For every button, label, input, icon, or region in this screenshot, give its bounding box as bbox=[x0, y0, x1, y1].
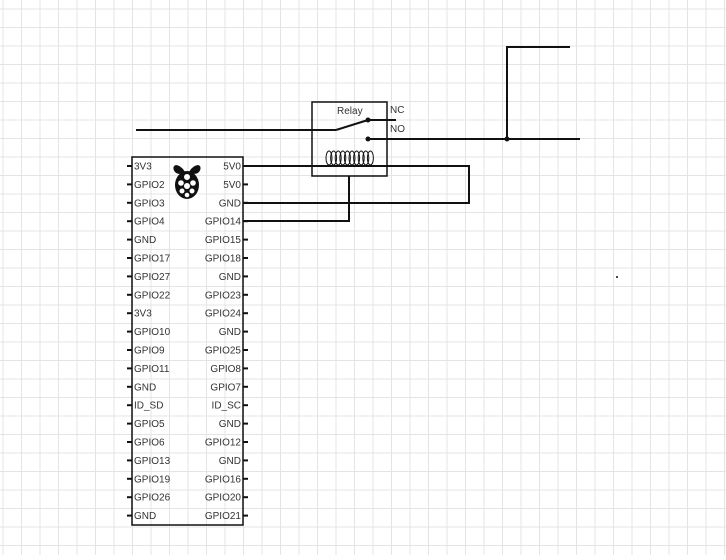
left-pin-label: GPIO27 bbox=[134, 272, 171, 283]
relay-switch-arm bbox=[335, 119, 369, 131]
right-pin-label: GPIO16 bbox=[205, 474, 242, 485]
relay-nc-label: NC bbox=[390, 105, 404, 116]
left-pin-label: ID_SD bbox=[134, 401, 163, 412]
right-pin-label: GND bbox=[219, 419, 241, 430]
relay-title: Relay bbox=[337, 106, 363, 117]
relay-body bbox=[311, 101, 388, 177]
relay-no-label: NO bbox=[390, 124, 405, 135]
left-pin-label: 3V3 bbox=[134, 162, 152, 173]
no-contact-dot bbox=[365, 136, 371, 142]
left-pin-label: GPIO19 bbox=[134, 474, 171, 485]
right-pin-label: GPIO24 bbox=[205, 309, 242, 320]
left-pin-label: GPIO13 bbox=[134, 456, 171, 467]
wire-load-branch[interactable] bbox=[506, 46, 570, 139]
right-pin-label: GPIO25 bbox=[205, 346, 242, 357]
right-pin-label: GND bbox=[219, 456, 241, 467]
left-pin-label: GPIO4 bbox=[134, 217, 165, 228]
raspberry-pi-logo-icon bbox=[173, 165, 201, 199]
left-pin-label: GPIO26 bbox=[134, 493, 171, 504]
right-pin-label: GPIO8 bbox=[210, 364, 241, 375]
board-body bbox=[131, 156, 244, 526]
left-pin-label: GPIO22 bbox=[134, 290, 171, 301]
nc-contact-dot bbox=[365, 117, 371, 123]
wire-gpio14-coil[interactable] bbox=[243, 176, 350, 222]
left-pin-label: GND bbox=[134, 511, 156, 522]
right-pin-label: ID_SC bbox=[212, 401, 241, 412]
left-pin-label: GPIO10 bbox=[134, 327, 171, 338]
right-pin-label: GPIO18 bbox=[205, 254, 242, 265]
left-pin-label: GPIO2 bbox=[134, 180, 165, 191]
right-pin-label: GPIO20 bbox=[205, 493, 242, 504]
left-pin-label: GPIO5 bbox=[134, 419, 165, 430]
left-pin-label: GND bbox=[134, 235, 156, 246]
right-pin-label: 5V0 bbox=[223, 162, 241, 173]
relay-component[interactable]: Relay NC NO bbox=[311, 101, 405, 177]
left-pin-label: GPIO11 bbox=[134, 364, 170, 375]
right-pin-label: GPIO23 bbox=[205, 290, 242, 301]
right-pin-label: GPIO12 bbox=[205, 438, 242, 449]
right-pin-label: GND bbox=[219, 198, 241, 209]
left-pin-label: GPIO3 bbox=[134, 198, 165, 209]
wire-5v0-gnd-loop[interactable] bbox=[243, 165, 470, 204]
left-pin-label: GPIO17 bbox=[134, 254, 171, 265]
right-pin-label: GPIO15 bbox=[205, 235, 242, 246]
left-pin-label: 3V3 bbox=[134, 309, 152, 320]
left-pin-label: GPIO6 bbox=[134, 438, 165, 449]
wires bbox=[136, 46, 580, 222]
raspberry-pi-header[interactable]: 3V3GPIO2GPIO3GPIO4GNDGPIO17GPIO27GPIO223… bbox=[127, 156, 248, 526]
right-pin-label: GPIO21 bbox=[205, 511, 242, 522]
left-pin-label: GND bbox=[134, 382, 156, 393]
right-pin-label: 5V0 bbox=[223, 180, 241, 191]
right-pin-label: GPIO14 bbox=[205, 217, 242, 228]
right-pin-label: GPIO7 bbox=[210, 382, 241, 393]
relay-coil-icon bbox=[325, 150, 374, 166]
right-pin-label: GND bbox=[219, 327, 241, 338]
stray-dot bbox=[616, 276, 618, 278]
left-pin-label: GPIO9 bbox=[134, 346, 165, 357]
junction-dot bbox=[504, 136, 510, 142]
right-pin-label: GND bbox=[219, 272, 241, 283]
